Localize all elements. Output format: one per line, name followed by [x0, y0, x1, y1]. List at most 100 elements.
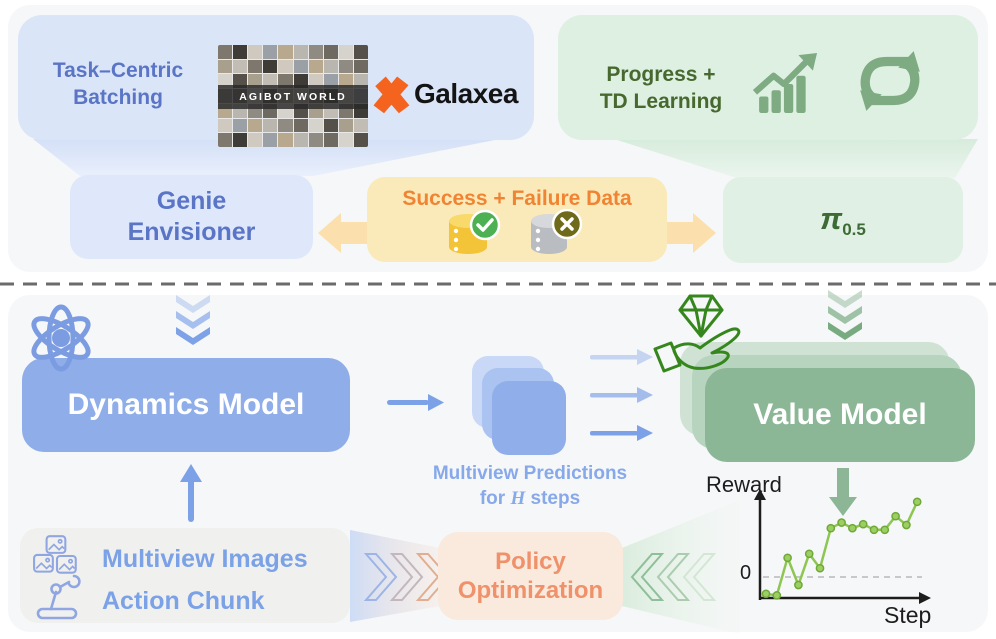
agibot-tile	[218, 74, 233, 89]
policy-optimization-label: Policy Optimization	[457, 548, 604, 604]
multiview-images-label: Multiview Images	[102, 545, 308, 573]
agibot-tile	[218, 133, 233, 147]
agibot-tile	[293, 45, 308, 59]
hand-holding-diamond-icon	[653, 294, 741, 373]
agibot-tile	[353, 45, 368, 59]
step-axis-label: Step	[884, 602, 932, 628]
agibot-tile	[263, 59, 278, 74]
prediction-frame-front	[492, 381, 566, 455]
policy-optimization-box: Policy Optimization	[438, 532, 623, 620]
agibot-tile	[353, 118, 368, 133]
green-panel-tail	[614, 139, 978, 178]
agibot-tile	[248, 45, 263, 59]
agibot-tile	[278, 45, 293, 59]
agibot-tile	[293, 118, 308, 133]
agibot-tile	[293, 74, 308, 89]
agibot-tile	[338, 45, 353, 59]
chevrons-left-outline-icon	[630, 553, 717, 601]
agibot-world-label: AGIBOT WORLD	[218, 85, 368, 109]
agibot-world-image: AGIBOT WORLD	[218, 45, 368, 147]
agibot-tile	[323, 118, 338, 133]
agibot-tile	[218, 59, 233, 74]
progress-td-label: Progress + TD Learning	[599, 63, 723, 113]
genie-envisioner-box: Genie Envisioner	[70, 175, 313, 259]
agibot-tile	[278, 133, 293, 147]
agibot-tile	[233, 118, 248, 133]
multiview-images-icon	[33, 535, 77, 574]
inputs-labels: Multiview Images Action Chunk	[102, 538, 342, 622]
agibot-tile	[308, 133, 323, 147]
galaxea-logo: Galaxea	[370, 69, 530, 119]
reward-axis-label: Reward	[706, 472, 782, 497]
inputs-box: Multiview Images Action Chunk	[20, 528, 350, 623]
task-batching-label: Task–Centric Batching	[52, 59, 184, 109]
agibot-tile	[278, 59, 293, 74]
arrows-predictions-to-value	[590, 349, 653, 441]
predictions-caption: Multiview Predictions for H steps	[432, 463, 628, 509]
genie-envisioner-label: Genie Envisioner	[127, 187, 256, 246]
agibot-tile	[218, 118, 233, 133]
value-model-box: Value Model	[705, 368, 975, 462]
dynamics-model-label: Dynamics Model	[67, 388, 305, 421]
action-chunk-label: Action Chunk	[102, 587, 265, 615]
agibot-tile	[353, 59, 368, 74]
agibot-tile	[233, 59, 248, 74]
galaxea-x-icon	[373, 76, 410, 114]
agibot-tile	[323, 59, 338, 74]
arrow-inputs-to-dynamics	[180, 464, 202, 522]
value-model-label: Value Model	[753, 398, 927, 431]
agibot-tile	[308, 74, 323, 89]
agibot-tile	[233, 133, 248, 147]
agibot-tile	[263, 45, 278, 59]
arrow-right-to-pi	[667, 213, 716, 253]
agibot-tile	[353, 74, 368, 89]
agibot-tile	[323, 74, 338, 89]
agibot-tile	[263, 118, 278, 133]
agibot-tile	[293, 59, 308, 74]
agibot-tile	[353, 133, 368, 147]
agibot-tile	[338, 118, 353, 133]
agibot-tile	[308, 45, 323, 59]
agibot-tile	[233, 45, 248, 59]
progress-td-panel: Progress + TD Learning	[558, 15, 978, 140]
galaxea-label: Galaxea	[414, 78, 518, 109]
arrow-left-to-genie	[318, 213, 367, 253]
value-model-stack: Value Model	[680, 342, 978, 464]
agibot-tile	[338, 74, 353, 89]
chevrons-down-green-icon	[828, 290, 862, 340]
blue-panel-tail	[33, 139, 500, 176]
database-success-icon	[449, 209, 501, 254]
refresh-cycle-icon	[860, 51, 920, 111]
chevrons-down-blue-icon	[176, 295, 210, 345]
agibot-tile	[278, 74, 293, 89]
agibot-tile	[278, 118, 293, 133]
agibot-tile	[233, 74, 248, 89]
agibot-tile	[338, 59, 353, 74]
agibot-tile	[248, 133, 263, 147]
arrow-value-to-chart	[829, 468, 857, 516]
agibot-tile	[248, 118, 263, 133]
arrow-dynamics-to-predictions	[387, 394, 444, 411]
agibot-tile	[263, 74, 278, 89]
robot-arm-icon	[36, 574, 81, 620]
task-batching-panel: Task–Centric Batching AGIBOT WORLD Galax…	[18, 15, 534, 147]
agibot-tile	[263, 133, 278, 147]
database-icons	[449, 209, 583, 254]
agibot-tile	[248, 74, 263, 89]
atom-icon	[31, 304, 91, 372]
agibot-tile	[308, 118, 323, 133]
agibot-tile	[308, 59, 323, 74]
success-failure-data-box: Success + Failure Data	[367, 177, 667, 262]
agibot-tile	[293, 133, 308, 147]
zero-tick-label: 0	[740, 562, 752, 584]
pi-label: π0.5	[820, 200, 866, 239]
success-failure-label: Success + Failure Data	[402, 187, 632, 210]
trend-up-bars-icon	[752, 53, 818, 113]
agibot-tile	[338, 133, 353, 147]
agibot-tile	[323, 45, 338, 59]
pi-policy-box: π0.5	[723, 177, 963, 263]
dynamics-model-box: Dynamics Model	[22, 358, 350, 452]
agibot-tile	[323, 133, 338, 147]
